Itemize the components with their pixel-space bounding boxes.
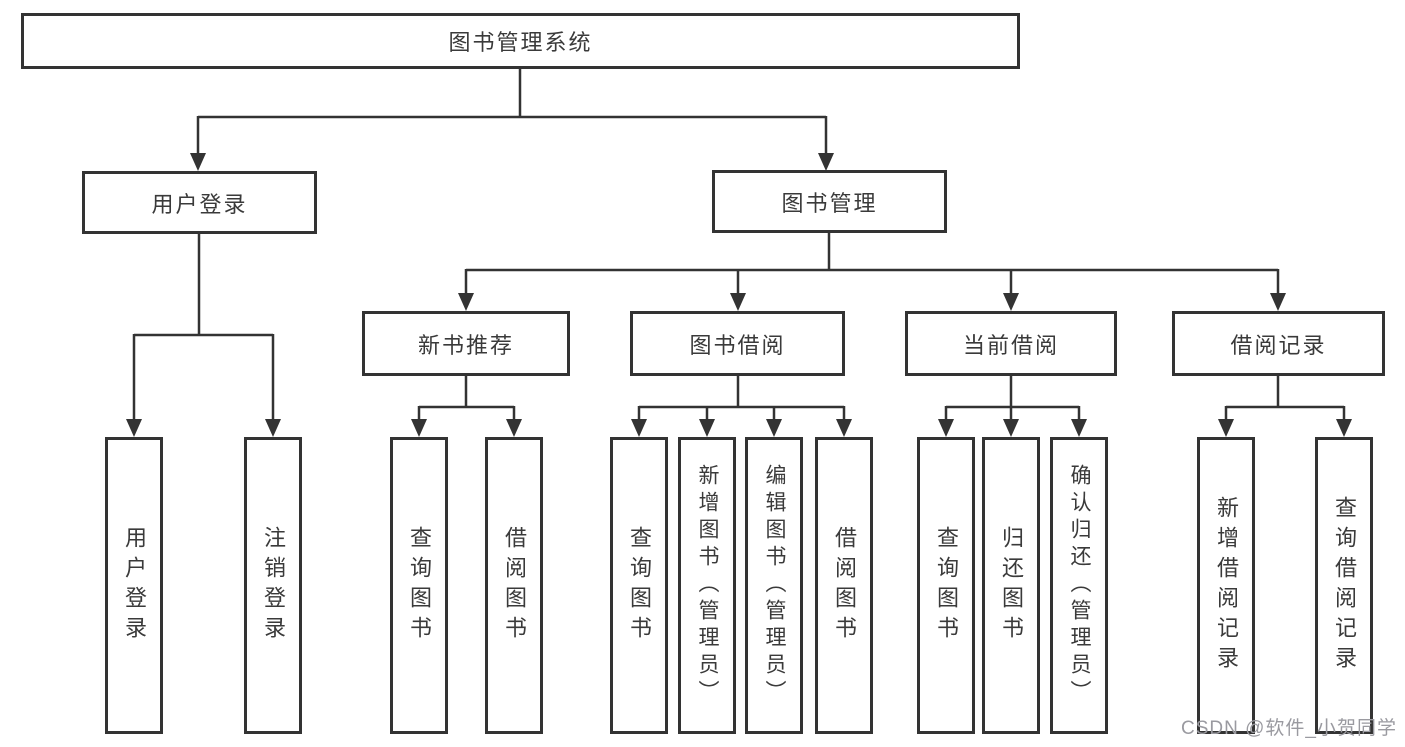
node-confirm-return-admin: 确认归还（管理员） (1050, 437, 1108, 734)
node-query-books-recommend-label: 查询图书 (407, 525, 432, 646)
node-borrow-books-leaf: 借阅图书 (815, 437, 873, 734)
node-user-login-leaf: 用户登录 (105, 437, 163, 734)
node-query-borrow-record: 查询借阅记录 (1315, 437, 1373, 734)
node-borrow-books-recommend: 借阅图书 (485, 437, 543, 734)
node-borrowing-records: 借阅记录 (1172, 311, 1385, 376)
node-add-books-admin-label: 新增图书（管理员） (696, 464, 719, 707)
node-return-books: 归还图书 (982, 437, 1040, 734)
node-user-login-leaf-label: 用户登录 (122, 525, 147, 646)
node-new-book-recommend: 新书推荐 (362, 311, 570, 376)
node-query-books-recommend: 查询图书 (390, 437, 448, 734)
node-add-borrow-record-label: 新增借阅记录 (1214, 495, 1239, 676)
node-query-books-borrowing-label: 查询图书 (627, 525, 652, 646)
node-borrow-books-leaf-label: 借阅图书 (832, 525, 857, 646)
node-confirm-return-admin-label: 确认归还（管理员） (1068, 464, 1091, 707)
node-current-borrowing-label: 当前借阅 (962, 332, 1059, 358)
node-book-management-label: 图书管理 (781, 190, 878, 216)
node-add-borrow-record: 新增借阅记录 (1197, 437, 1255, 734)
node-return-books-label: 归还图书 (999, 525, 1024, 646)
node-query-books-current-label: 查询图书 (934, 525, 959, 646)
node-current-borrowing: 当前借阅 (905, 311, 1117, 376)
node-logout: 注销登录 (244, 437, 302, 734)
node-edit-books-admin: 编辑图书（管理员） (745, 437, 803, 734)
node-logout-label: 注销登录 (261, 525, 286, 646)
node-book-management: 图书管理 (712, 170, 947, 233)
node-book-borrowing-label: 图书借阅 (689, 332, 786, 358)
node-add-books-admin: 新增图书（管理员） (678, 437, 736, 734)
node-borrowing-records-label: 借阅记录 (1230, 332, 1327, 358)
node-user-login-label: 用户登录 (151, 191, 248, 217)
node-query-books-current: 查询图书 (917, 437, 975, 734)
node-query-borrow-record-label: 查询借阅记录 (1332, 495, 1357, 676)
node-edit-books-admin-label: 编辑图书（管理员） (763, 464, 786, 707)
node-query-books-borrowing: 查询图书 (610, 437, 668, 734)
node-system-root-label: 图书管理系统 (448, 30, 593, 55)
csdn-watermark: CSDN @软件_小贺同学 (1181, 718, 1397, 739)
node-new-book-recommend-label: 新书推荐 (417, 332, 514, 358)
node-user-login: 用户登录 (82, 171, 317, 234)
node-book-borrowing: 图书借阅 (630, 311, 845, 376)
node-system-root: 图书管理系统 (21, 13, 1020, 69)
node-borrow-books-recommend-label: 借阅图书 (502, 525, 527, 646)
